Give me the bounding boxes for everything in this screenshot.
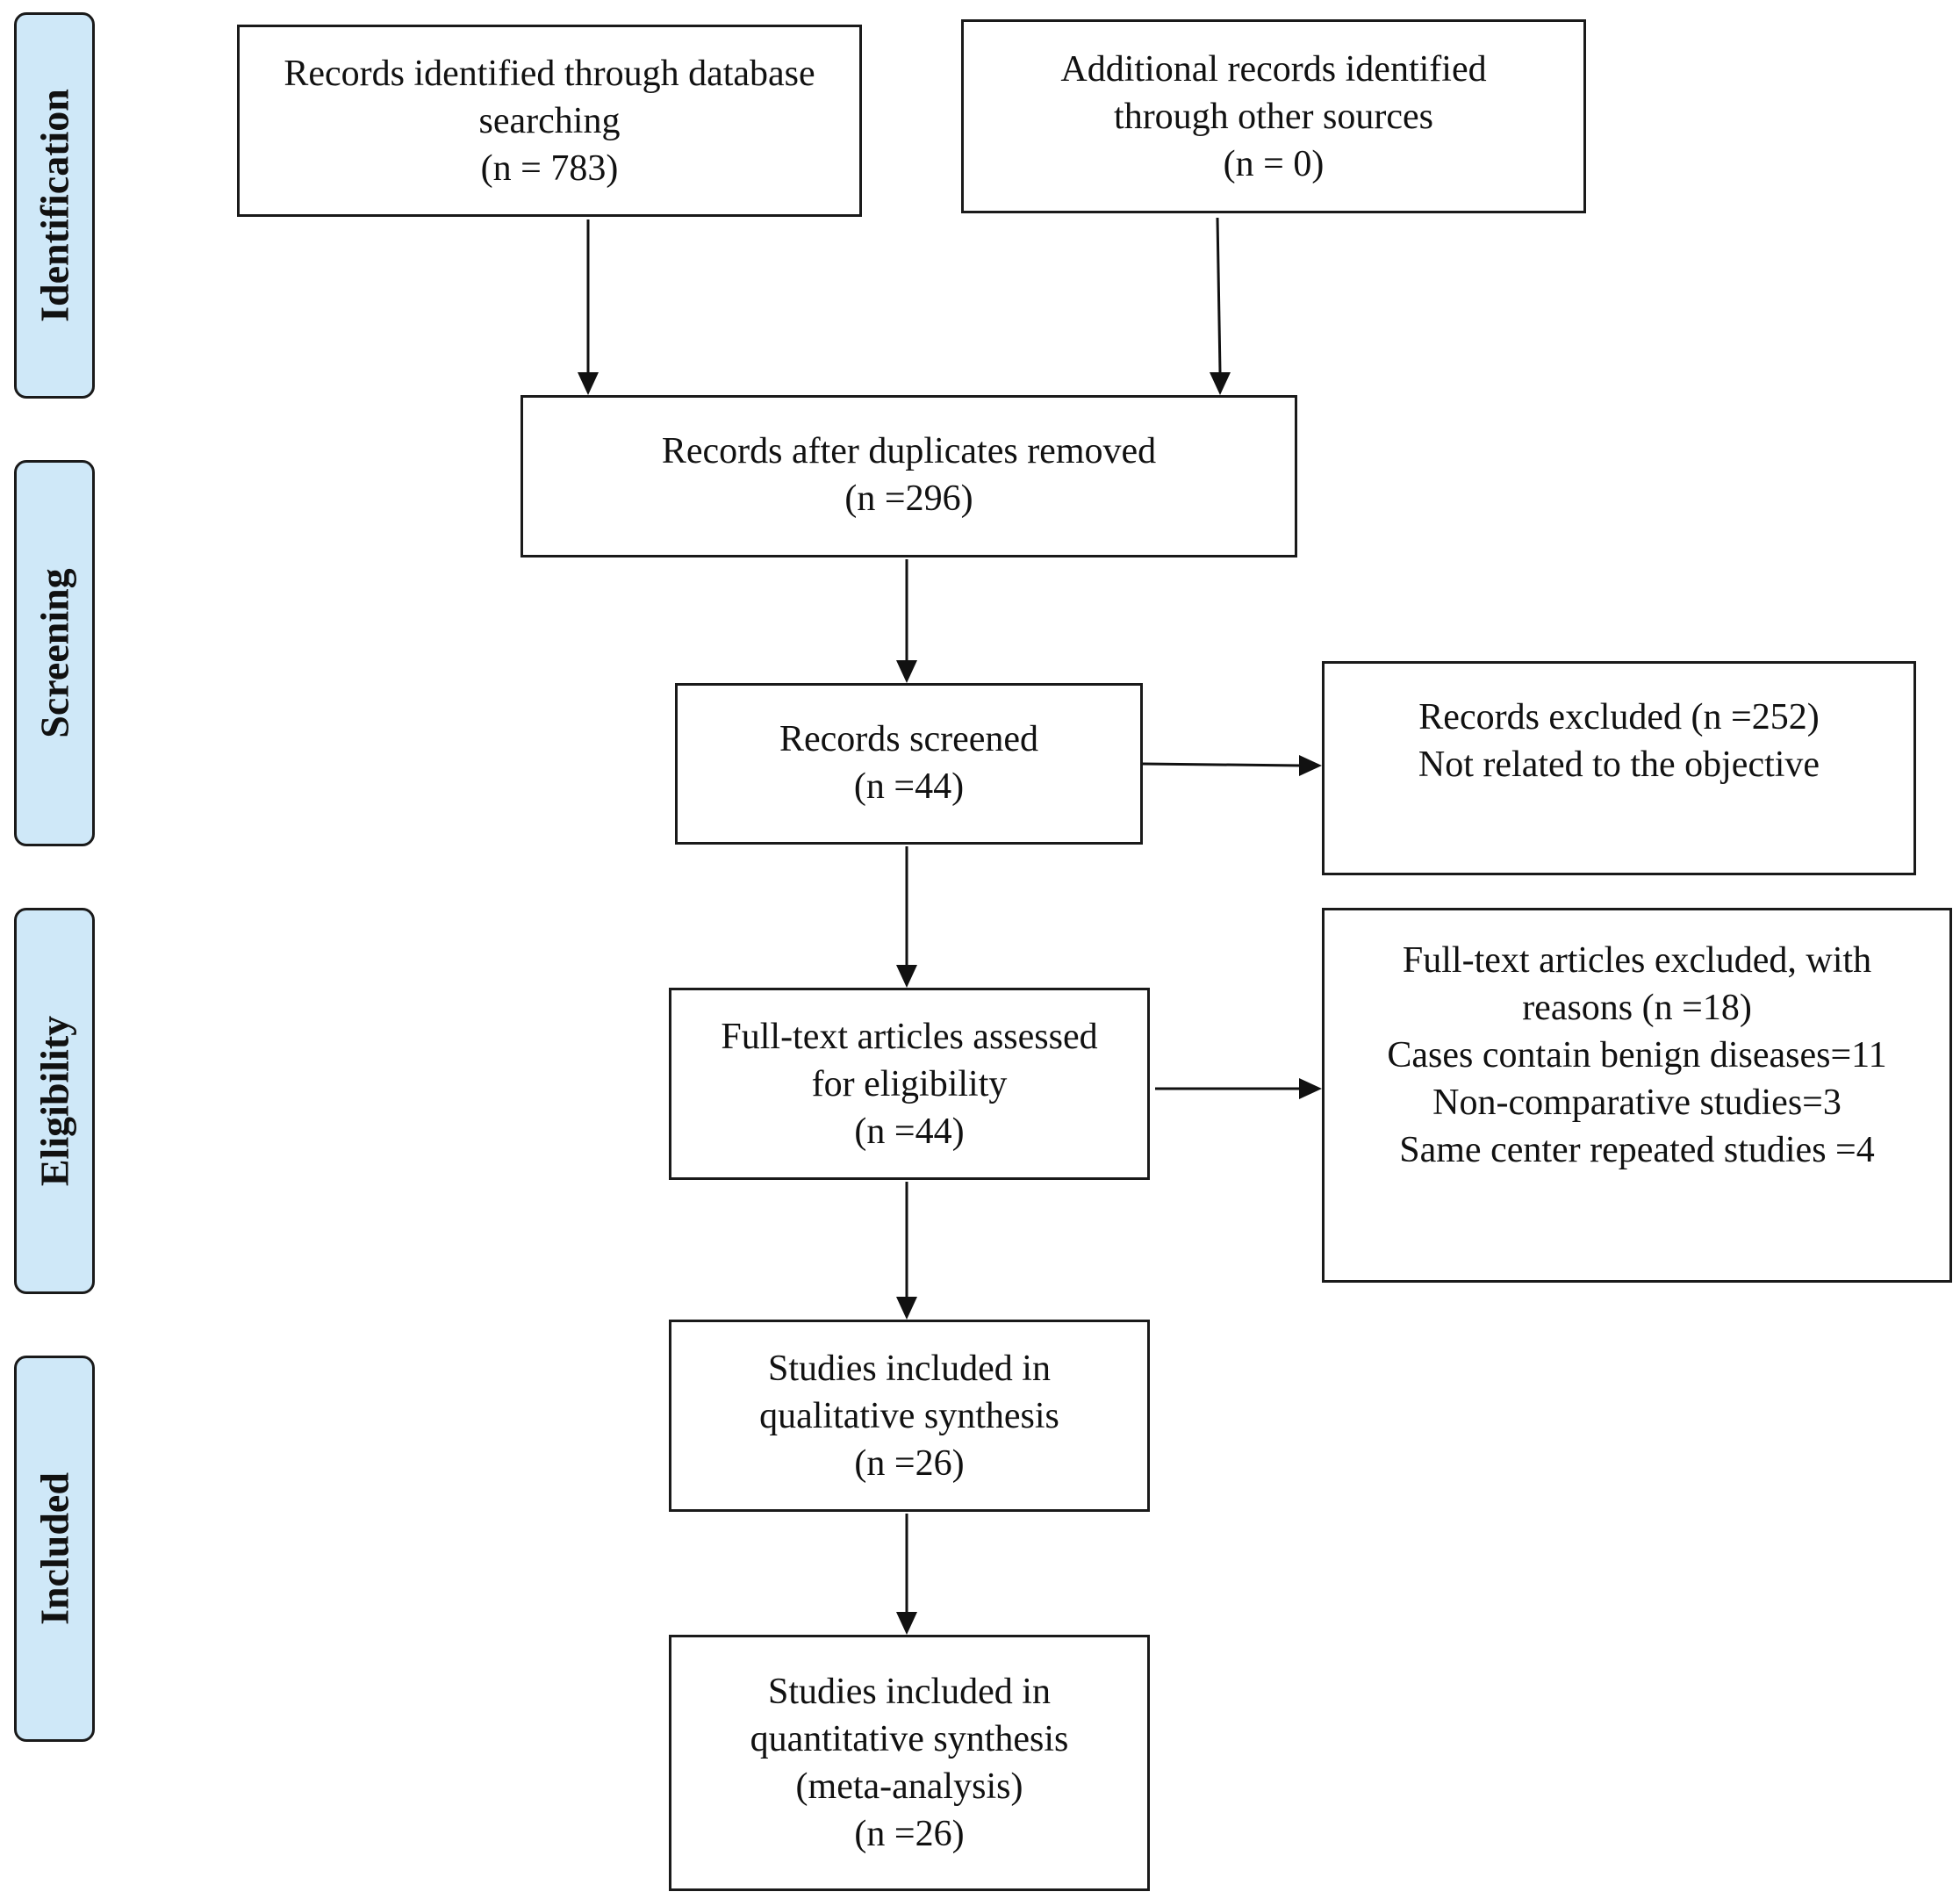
- box-count: (n =44): [853, 766, 965, 807]
- arrowhead-dedup-to-screened: [896, 660, 917, 683]
- phase-text-identification: Identification: [32, 89, 77, 322]
- arrow-other-to-dedup: [1216, 217, 1222, 373]
- box-line: Studies included in: [768, 1348, 1051, 1389]
- box-line: Records excluded (n =252): [1418, 697, 1820, 737]
- box-line: qualitative synthesis: [759, 1395, 1059, 1436]
- box-line: Full-text articles assessed: [721, 1016, 1098, 1057]
- box-line: Additional records identified: [1060, 48, 1487, 90]
- box-count: (n = 0): [1223, 143, 1325, 184]
- box-quantitative-synthesis: Studies included in quantitative synthes…: [669, 1635, 1150, 1891]
- box-line: Cases contain benign diseases=11: [1387, 1035, 1887, 1075]
- arrowhead-db-to-dedup: [578, 372, 599, 395]
- box-records-excluded: Records excluded (n =252) Not related to…: [1322, 661, 1916, 875]
- box-count: (n =26): [854, 1814, 965, 1854]
- phase-label-eligibility: Eligibility: [14, 908, 95, 1294]
- phase-label-included: Included: [14, 1356, 95, 1742]
- box-line: reasons (n =18): [1522, 988, 1752, 1028]
- box-count: (n =44): [854, 1111, 965, 1152]
- phase-label-screening: Screening: [14, 460, 95, 846]
- box-line: through other sources: [1114, 96, 1433, 137]
- box-line: Records after duplicates removed: [661, 431, 1157, 471]
- box-line: Records screened: [779, 719, 1039, 759]
- box-line: searching: [478, 100, 621, 141]
- box-records-database-search: Records identified through database sear…: [237, 25, 862, 217]
- arrowhead-fulltext-to-qual: [896, 1297, 917, 1320]
- box-count: (n = 783): [480, 147, 619, 189]
- arrow-screened-to-excluded: [1142, 762, 1302, 767]
- phase-text-screening: Screening: [32, 568, 77, 738]
- box-line: Full-text articles excluded, with: [1402, 940, 1872, 981]
- box-line: Records identified through database: [284, 53, 815, 94]
- phase-text-included: Included: [32, 1472, 77, 1625]
- arrowhead-screened-to-fulltext: [896, 965, 917, 988]
- box-line: for eligibility: [811, 1063, 1008, 1104]
- phase-text-eligibility: Eligibility: [32, 1015, 77, 1187]
- box-count: (n =296): [844, 478, 973, 519]
- arrowhead-other-to-dedup: [1210, 372, 1231, 395]
- phase-label-identification: Identification: [14, 12, 95, 399]
- arrowhead-qual-to-quant: [896, 1612, 917, 1635]
- box-line: Same center repeated studies =4: [1399, 1130, 1875, 1170]
- box-qualitative-synthesis: Studies included in qualitative synthesi…: [669, 1320, 1150, 1512]
- box-count: (n =26): [854, 1442, 965, 1484]
- box-records-screened: Records screened (n =44): [675, 683, 1143, 845]
- box-line: Non-comparative studies=3: [1432, 1083, 1842, 1123]
- box-line: Not related to the objective: [1418, 744, 1820, 785]
- box-records-other-sources: Additional records identified through ot…: [961, 19, 1586, 213]
- arrowhead-fulltext-to-excluded: [1299, 1078, 1322, 1099]
- arrowhead-screened-to-excluded: [1299, 755, 1322, 776]
- box-line: quantitative synthesis: [750, 1719, 1069, 1759]
- box-fulltext-excluded: Full-text articles excluded, with reason…: [1322, 908, 1952, 1283]
- box-fulltext-assessed: Full-text articles assessed for eligibil…: [669, 988, 1150, 1180]
- box-line: Studies included in: [768, 1672, 1051, 1712]
- box-duplicates-removed: Records after duplicates removed (n =296…: [521, 395, 1297, 557]
- box-line: (meta-analysis): [795, 1766, 1023, 1807]
